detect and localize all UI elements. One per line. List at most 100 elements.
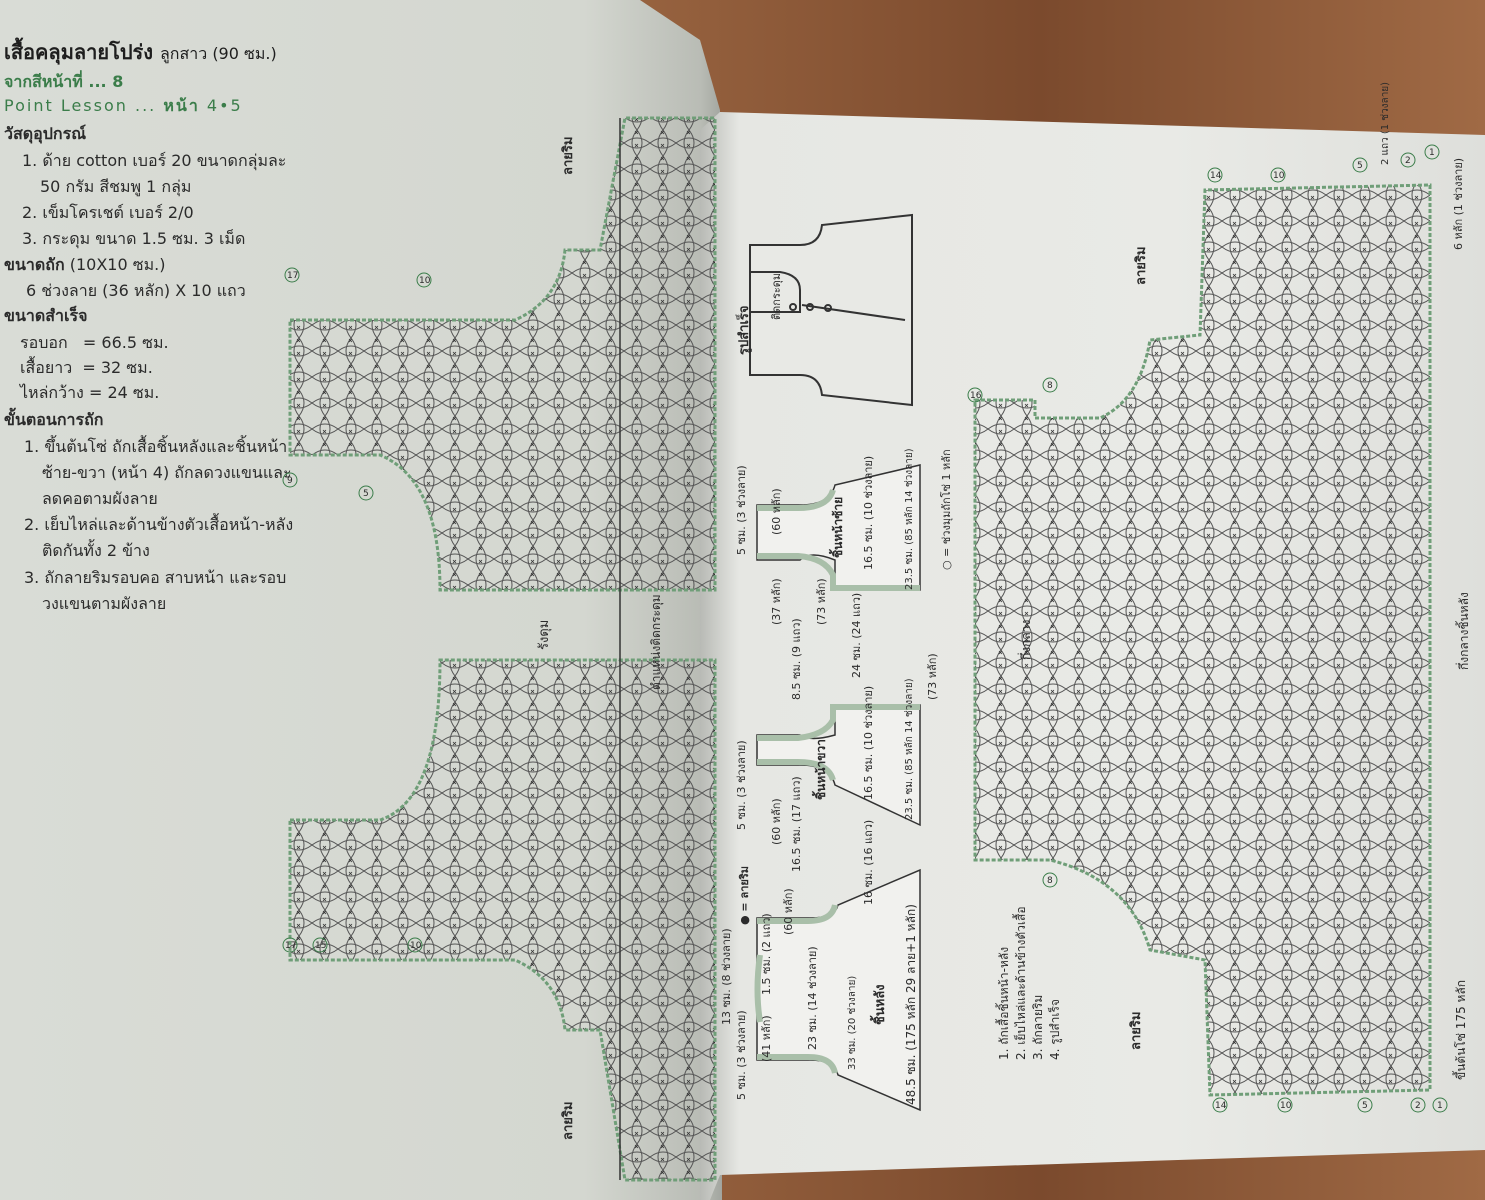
- svg-text:14: 14: [1210, 171, 1222, 181]
- back-height-label: 23 ซม. (14 ช่วงลาย): [806, 946, 819, 1050]
- edge-pattern-label: ลายริม: [561, 1102, 576, 1140]
- row-marker: 14: [1207, 167, 1223, 183]
- order-step: 3. ถักลายริม: [1031, 995, 1045, 1060]
- back-chest-label: 33 ซม. (20 ช่วงลาย): [847, 976, 858, 1070]
- right-front-label: ชิ้นหน้าขวา: [811, 739, 828, 800]
- front-37-label: (37 หลัก): [770, 578, 783, 625]
- pattern-title: เสื้อคลุมลายโปร่ง ลูกสาว (90 ซม.): [4, 40, 277, 64]
- order-step: 4. รูปสำเร็จ: [1047, 999, 1063, 1060]
- row-marker: 2: [1400, 152, 1416, 168]
- row-marker: 5: [1352, 157, 1368, 173]
- svg-text:9: 9: [287, 476, 293, 486]
- step-item: วงแขนตามผังลาย: [42, 594, 167, 613]
- step-item: ลดคอตามผังลาย: [42, 489, 158, 508]
- left-front-label: ชิ้นหน้าซ้าย: [828, 497, 845, 558]
- front-73-label: (73 หลัก): [815, 578, 828, 625]
- color-page-ref: จากสีหน้าที่ ... 8: [4, 72, 124, 91]
- back-60-label: (60 หลัก): [782, 888, 795, 935]
- button-position-label: ตำแหน่งติดกระดุม: [649, 594, 664, 690]
- front-shoulder-label: 5 ซม. (3 ช่วงลาย): [735, 465, 748, 555]
- point-lesson-ref: Point Lesson ... หน้า 4•5: [4, 96, 243, 115]
- back-shoulder-label: 5 ซม. (3 ช่วงลาย): [735, 1010, 748, 1100]
- material-item: 2. เข็มโครเชต์ เบอร์ 2/0: [22, 203, 194, 222]
- row-marker: 9: [282, 472, 298, 488]
- svg-text:10: 10: [1273, 171, 1285, 181]
- step-item: 2. เย็บไหล่และด้านข้างตัวเสื้อหน้า-หลัง: [24, 515, 294, 534]
- step-item: ติดกันทั้ง 2 ข้าง: [42, 541, 150, 560]
- finished-size: เสื้อยาว = 32 ซม.: [20, 358, 153, 377]
- armhole-label: 16.5 ซม. (17 แถว): [790, 776, 803, 872]
- svg-text:17: 17: [287, 271, 298, 281]
- lattice-chart-front-upper: [288, 116, 717, 592]
- row-marker: 16: [967, 387, 983, 403]
- front-neck-label: 8.5 ซม. (9 แถว): [790, 618, 803, 700]
- materials-heading: วัสดุอุปกรณ์: [4, 124, 87, 143]
- front-chest-label: 16.5 ซม. (10 ช่วงลาย): [862, 456, 875, 570]
- front-width-label: 23.5 ซม. (85 หลัก 14 ช่วงลาย): [904, 678, 915, 820]
- svg-text:1: 1: [1429, 148, 1435, 158]
- front-chest-label: 16.5 ซม. (10 ช่วงลาย): [862, 686, 875, 800]
- finished-heading: ขนาดสำเร็จ: [4, 306, 88, 325]
- svg-text:8: 8: [1047, 876, 1053, 886]
- svg-text:15: 15: [315, 941, 326, 951]
- row-marker: 15: [312, 937, 328, 953]
- buttonhole-label: รังดุม: [537, 620, 552, 650]
- svg-text:10: 10: [419, 276, 431, 286]
- back-neck-label: 13 ซม. (8 ช่วงลาย): [720, 928, 733, 1025]
- svg-text:16: 16: [970, 391, 982, 401]
- svg-text:2: 2: [1415, 1101, 1421, 1111]
- finished-shape-drawing: [749, 213, 913, 407]
- edge-pattern-label: ลายริม: [1129, 1012, 1144, 1050]
- svg-text:5: 5: [1362, 1101, 1368, 1111]
- total-length-label: 24 ซม. (24 แถว): [850, 593, 863, 678]
- order-step: 2. เย็บไหล่และด้านข้างตัวเสื้อ: [1012, 906, 1028, 1060]
- legend-dot: ● = ลายริม: [738, 866, 751, 925]
- center-back-label: กึ่งกลางชิ้นหลัง: [1455, 592, 1471, 670]
- svg-text:10: 10: [410, 941, 422, 951]
- lattice-chart-back: [973, 183, 1432, 1097]
- step-item: 1. ขึ้นต้นโซ่ ถักเสื้อชิ้นหลังและชิ้นหน้…: [24, 437, 288, 456]
- front-73-label: (73 หลัก): [926, 653, 939, 700]
- step-item: ซ้าย-ขวา (หน้า 4) ถักลดวงแขนและ: [42, 463, 292, 482]
- finished-shape-label: รูปสำเร็จ: [734, 305, 752, 355]
- order-step: 1. ถักเสื้อชิ้นหน้า-หลัง: [995, 947, 1011, 1060]
- row-marker: 8: [1042, 377, 1058, 393]
- material-item: 50 กรัม สีชมพู 1 กลุ่ม: [40, 177, 192, 196]
- gauge-heading: ขนาดถัก (10X10 ซม.): [4, 255, 166, 274]
- row-marker: 14: [1212, 1097, 1228, 1113]
- row-marker: 5: [358, 485, 374, 501]
- gauge-value: 6 ช่วงลาย (36 หลัก) X 10 แถว: [26, 281, 246, 300]
- front-60-label: (60 หลัก): [770, 798, 783, 845]
- row-marker: 10: [1277, 1097, 1293, 1113]
- row-marker: 1: [1432, 1097, 1448, 1113]
- edge-pattern-label: ลายริม: [561, 137, 576, 175]
- svg-text:5: 5: [363, 489, 369, 499]
- material-item: 1. ด้าย cotton เบอร์ 20 ขนาดกลุ่มละ: [22, 151, 287, 170]
- row-markers: 17 10 9 5 17 15 10 14 10 5 2 1 8 8 14 10…: [282, 144, 1448, 1113]
- svg-text:10: 10: [1280, 1101, 1292, 1111]
- front-width-label: 23.5 ซม. (85 หลัก 14 ช่วงลาย): [904, 448, 915, 590]
- row-marker: 17: [282, 937, 298, 953]
- lattice-chart-front-lower: [288, 658, 717, 1182]
- repeat-stitches-label: 6 หลัก (1 ช่วงลาย): [1452, 158, 1465, 250]
- svg-text:5: 5: [1357, 161, 1363, 171]
- center-label: กึ่งกลาง: [1017, 620, 1033, 660]
- back-piece-label: ชิ้นหลัง: [869, 984, 888, 1025]
- svg-text:2: 2: [1405, 156, 1411, 166]
- svg-text:1: 1: [1437, 1101, 1443, 1111]
- legend-circle: ○ = ช่วงมุมถักโซ่ 1 หลัก: [939, 449, 953, 570]
- material-item: 3. กระดุม ขนาด 1.5 ซม. 3 เม็ด: [22, 229, 246, 248]
- row-marker: 5: [1357, 1097, 1373, 1113]
- row-marker: 10: [1270, 167, 1286, 183]
- row-marker: 8: [1042, 872, 1058, 888]
- back-41-label: (41 หลัก): [760, 1015, 773, 1062]
- back-neck-depth-label: 1.5 ซม. (2 แถว): [760, 913, 773, 995]
- svg-text:14: 14: [1215, 1101, 1227, 1111]
- steps-heading: ขั้นตอนการถัก: [4, 410, 104, 429]
- finished-size: รอบอก = 66.5 ซม.: [20, 333, 169, 352]
- row-marker: 17: [284, 267, 300, 283]
- svg-text:17: 17: [285, 941, 296, 951]
- front-shoulder-label: 5 ซม. (3 ช่วงลาย): [735, 740, 748, 830]
- row-marker: 1: [1424, 144, 1440, 160]
